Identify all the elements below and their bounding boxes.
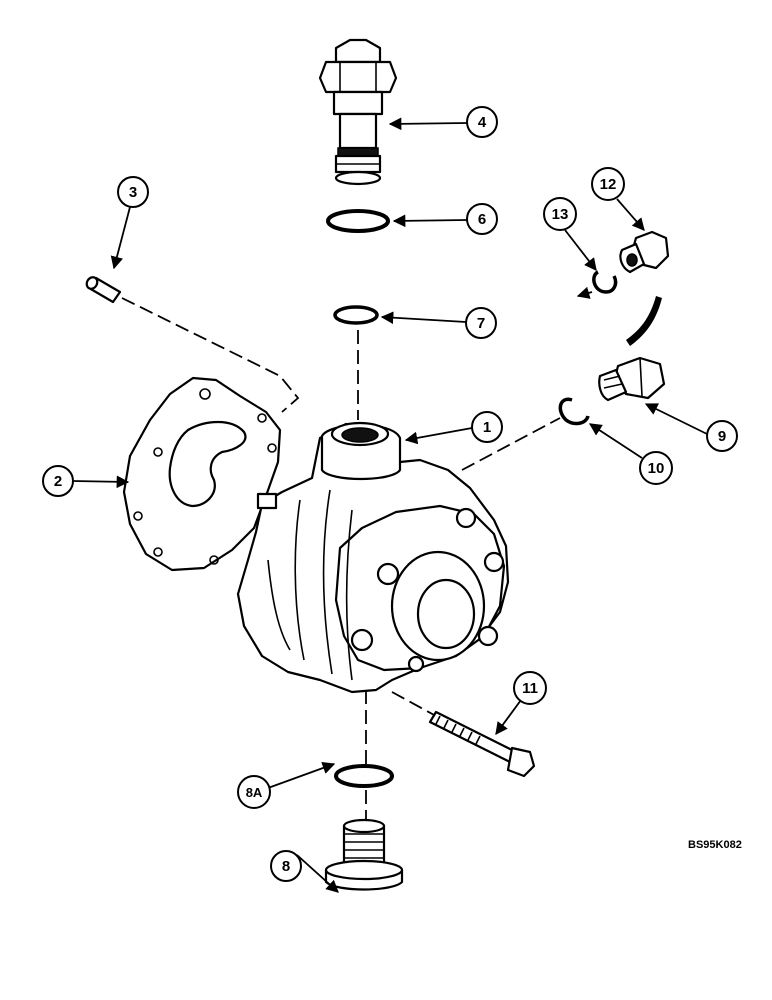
plug-part-9 bbox=[598, 356, 666, 402]
callout-6-label: 6 bbox=[478, 211, 486, 228]
relief-valve-part bbox=[318, 38, 398, 186]
callout-8a: 8A bbox=[237, 761, 336, 809]
drawing-code: BS95K082 bbox=[688, 839, 742, 851]
callout-11: 11 bbox=[495, 671, 547, 736]
callout-3: 3 bbox=[110, 176, 149, 270]
o-ring-part-8a bbox=[334, 764, 394, 788]
callout-2: 2 bbox=[42, 465, 130, 497]
replacement-arrow bbox=[626, 296, 662, 346]
callout-11-label: 11 bbox=[522, 680, 538, 697]
callout-1-label: 1 bbox=[483, 419, 491, 436]
pump-body-part bbox=[236, 421, 510, 694]
callout-9: 9 bbox=[644, 403, 738, 452]
bolt-axis-line bbox=[391, 691, 437, 717]
pin-assembly-line bbox=[121, 297, 300, 413]
snap-ring-part-10 bbox=[558, 397, 590, 426]
callout-3-label: 3 bbox=[129, 184, 137, 201]
plug-part-12 bbox=[619, 230, 670, 274]
callout-7: 7 bbox=[380, 307, 497, 339]
callout-10: 10 bbox=[588, 423, 673, 485]
o-ring-part-7 bbox=[333, 305, 379, 325]
snap-ring-part-13 bbox=[592, 270, 618, 294]
callout-2-label: 2 bbox=[54, 473, 62, 490]
o-ring-part-6 bbox=[326, 209, 390, 233]
callout-7-label: 7 bbox=[477, 315, 485, 332]
drain-plug-part bbox=[324, 818, 404, 891]
callout-8: 8 bbox=[270, 850, 339, 893]
callout-1: 1 bbox=[404, 411, 503, 445]
callout-13: 13 bbox=[543, 197, 597, 271]
callout-12: 12 bbox=[591, 167, 645, 231]
callout-12-label: 12 bbox=[600, 176, 617, 193]
cap-screw-part bbox=[428, 710, 536, 778]
callout-13-label: 13 bbox=[552, 206, 569, 223]
callout-6: 6 bbox=[392, 203, 498, 235]
gasket-part bbox=[122, 376, 282, 572]
plug-port-line bbox=[461, 417, 561, 471]
callout-9-label: 9 bbox=[718, 428, 726, 445]
callout-4: 4 bbox=[388, 106, 498, 138]
callout-10-label: 10 bbox=[648, 460, 665, 477]
callout-8-label: 8 bbox=[282, 858, 290, 875]
callout-4-label: 4 bbox=[478, 114, 487, 131]
dowel-pin-part bbox=[85, 276, 122, 304]
callout-8a-label: 8A bbox=[246, 785, 263, 800]
